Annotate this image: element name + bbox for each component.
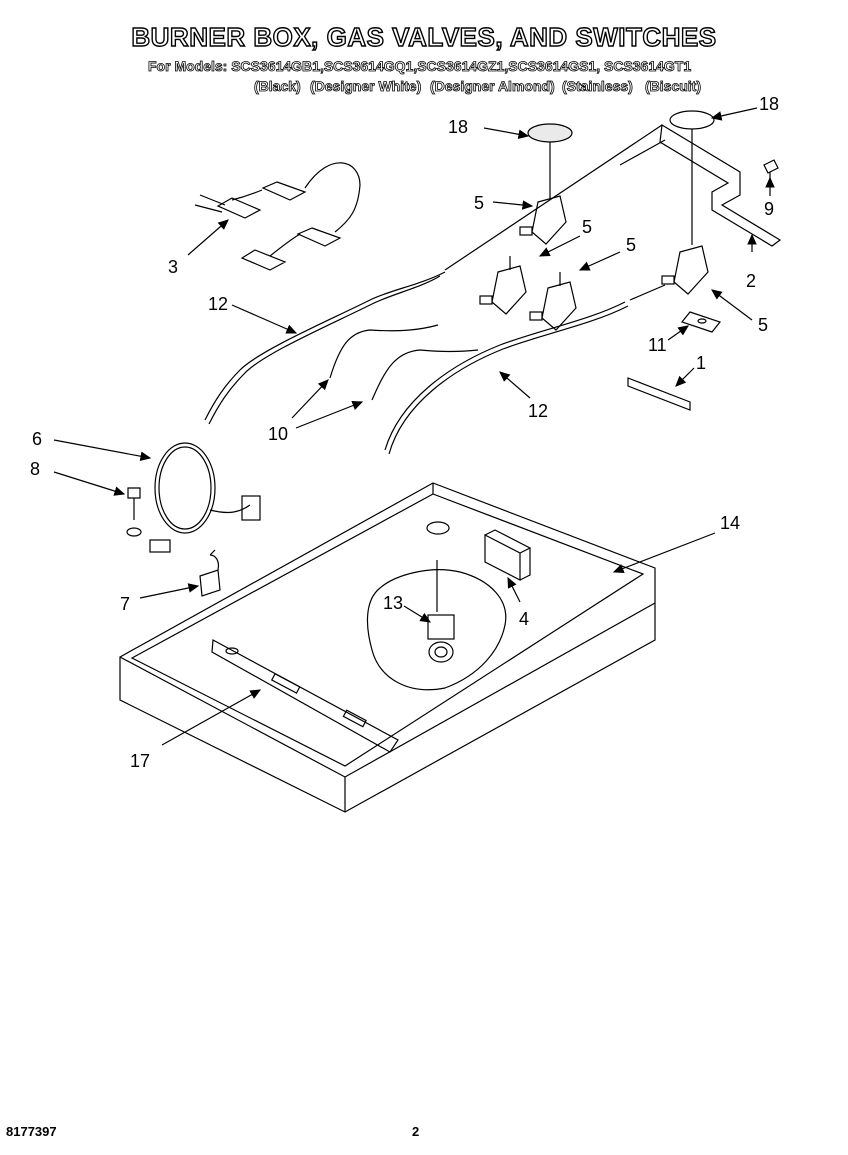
callout-8: 8 [30, 459, 41, 479]
callout-5: 5 [626, 235, 637, 255]
finish-label: (Stainless) [562, 78, 634, 95]
wiring-harness-3 [216, 181, 342, 271]
callout-5: 5 [582, 217, 593, 237]
finish-label: (Biscuit) [645, 78, 702, 95]
burner-cap-right [669, 110, 715, 130]
manifold [659, 124, 782, 247]
callout-5: 5 [758, 315, 769, 335]
gas-valve [661, 245, 709, 295]
finish-label: (Designer Almond) [430, 78, 556, 95]
gas-tube [384, 301, 626, 451]
wiring-harness-6 [154, 442, 216, 534]
gas-tube-short [371, 349, 479, 401]
callout-3: 3 [168, 257, 179, 277]
gas-tube-short [329, 324, 439, 379]
finish-label: (Designer White) [310, 78, 422, 95]
callout-12: 12 [528, 401, 549, 421]
callout-17: 17 [130, 751, 151, 771]
callout-9: 9 [764, 199, 775, 219]
gas-valve [529, 272, 577, 331]
callout-2: 2 [746, 271, 757, 291]
callout-11: 11 [648, 335, 667, 355]
switch-block [484, 529, 532, 581]
part-number: 8177397 [6, 1124, 57, 1139]
callout-13: 13 [383, 593, 404, 613]
models-line: For Models: SCS3614GB1,SCS3614GQ1,SCS361… [148, 58, 692, 75]
gas-valve [479, 256, 527, 315]
page-title: BURNER BOX, GAS VALVES, AND SWITCHES [131, 21, 717, 52]
bracket-1 [627, 377, 691, 411]
plate-11 [680, 311, 722, 333]
gas-valve [519, 190, 567, 245]
cutaway-outline [366, 569, 507, 691]
callout-14: 14 [720, 513, 741, 533]
callout-18: 18 [759, 94, 780, 114]
finish-label: (Black) [254, 78, 301, 95]
callout-5: 5 [474, 193, 485, 213]
connector-7 [199, 569, 221, 597]
page-number: 2 [412, 1124, 420, 1139]
gas-tube [204, 271, 446, 421]
callout-18: 18 [448, 117, 469, 137]
burner-box-front-bracket [211, 639, 399, 753]
callout-12: 12 [208, 294, 229, 314]
callout-7: 7 [120, 594, 131, 614]
callout-10: 10 [268, 424, 289, 444]
callout-4: 4 [519, 609, 530, 629]
callout-1: 1 [696, 353, 707, 373]
callout-6: 6 [32, 429, 43, 449]
